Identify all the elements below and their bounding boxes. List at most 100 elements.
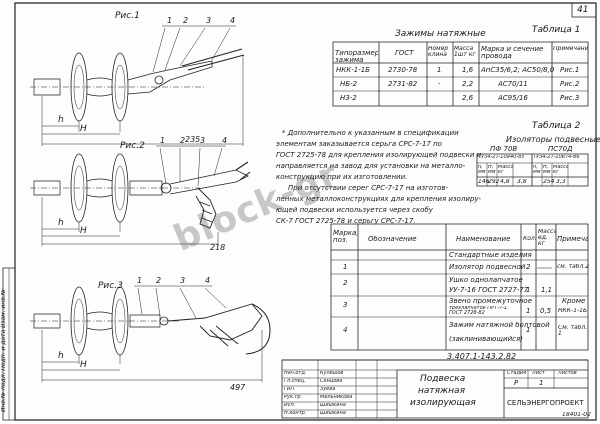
title-block-grid: [282, 360, 588, 418]
dim-h-fig2: h: [58, 218, 64, 228]
stage-value: 1: [539, 380, 544, 387]
document-code: 3.407.1-143.2.82: [447, 352, 517, 361]
table-2-header: Масса, кг: [498, 165, 513, 175]
table-1-cell: 2731-82: [388, 81, 418, 88]
spec-row-name: трехлапчатое ПРТ-7-1 ГОСТ 2728-82: [449, 306, 508, 316]
table-1-grid: [333, 42, 588, 106]
title-line: изолирующая: [410, 398, 476, 408]
dim-H-fig1: H: [80, 124, 87, 134]
signer-role: Исп.: [284, 403, 296, 408]
figure-1-assembly: [30, 26, 244, 146]
spec-row-mark: 4: [343, 327, 348, 334]
callout-3-fig1: 3: [206, 16, 212, 25]
figure-3-assembly: [30, 286, 270, 382]
table-2-value: 3,3: [556, 179, 566, 185]
table-1-cell: 2,2: [462, 81, 474, 88]
signer-name: Зуева: [320, 387, 336, 392]
table-1-cell: 2730-78: [388, 67, 418, 74]
stage-header: Листов: [558, 371, 577, 376]
dim-H-fig2: H: [80, 226, 87, 236]
spec-header-remark: Примечание: [557, 236, 588, 243]
sheet-number-box: [572, 3, 596, 17]
table-2-group-doc: ТУ34-27-10874-86: [533, 155, 580, 160]
spec-row-qty: 2: [526, 264, 531, 271]
stage-header: Лист: [532, 371, 545, 376]
callout-4-fig1: 4: [230, 16, 236, 25]
dim-H-fig3: H: [80, 360, 87, 370]
spec-row-name: Зажим натяжной болтовой: [449, 322, 550, 329]
table-2-header: Масса, кг: [553, 165, 568, 175]
signer-name: Шишкина: [320, 411, 346, 416]
table-1-header-gost: ГОСТ: [395, 50, 414, 57]
table-1-cell: Рис.2: [560, 81, 580, 88]
stage-header: Стадия: [507, 371, 527, 376]
spec-row-mass: 1,1: [541, 287, 553, 294]
table-2-group-name: ПС70Д: [548, 146, 573, 153]
spec-row-name: Ушко однолапчатое: [449, 277, 523, 284]
callout-4-fig2: 4: [222, 136, 228, 145]
table-1-header-wedge: Номер клина: [428, 46, 449, 58]
spec-row-name: (заклинивающийся): [449, 336, 523, 343]
figure-label-1: Рис.1: [115, 11, 140, 21]
spec-header-mark: Марка, поз.: [333, 230, 357, 244]
table-2-value: 254: [543, 179, 555, 185]
table-1-header-type: Типоразмер зажима: [335, 50, 378, 64]
note-line: * Дополнительно к указанным в спецификац…: [282, 129, 459, 137]
spec-row-remark: Кроме: [562, 298, 586, 305]
table-2-label: Таблица 2: [532, 121, 581, 131]
spec-header-designation: Обозначение: [368, 236, 417, 243]
table-1-header-mass: Масса 1шт кг: [454, 46, 476, 58]
table-1-cell: НБ-2: [340, 81, 358, 88]
note-line: ленных металлоконструкциях для крепления…: [276, 195, 482, 203]
callout-1-fig1: 1: [167, 16, 173, 25]
dim-h-fig1: h: [58, 115, 64, 125]
table-1-cell: НЗ-2: [340, 95, 357, 102]
table-1-cell: АС70/11: [498, 81, 528, 88]
table-2-title: Изоляторы подвесные: [506, 135, 600, 144]
table-1-cell: АС95/16: [498, 95, 528, 102]
callout-2-fig1: 2: [183, 16, 189, 25]
signer-role: Н.контр.: [284, 411, 307, 416]
table-2-value: 146: [478, 179, 490, 185]
spec-header-mass: Масса ед. кг: [538, 229, 556, 247]
figure-2-assembly: [30, 146, 250, 246]
table-2-group-doc: ТУ34-27-10940-85: [478, 155, 525, 160]
table-2-value: 4,8: [500, 179, 510, 185]
spec-table-grid: [331, 224, 588, 350]
title-line: Подвеска: [420, 374, 466, 384]
table-1-header-wire: Марка и сечение провода: [481, 46, 544, 60]
spec-row-remark: См. табл. 1: [558, 325, 588, 337]
signer-role: Гл.спец.: [284, 379, 306, 384]
table-1-cell: НКК-1-1Б: [336, 67, 370, 74]
sheet-frame: [15, 3, 596, 420]
note-line: При отсутствии серег СРС-7-17 на изготов…: [288, 184, 449, 192]
dim-235: 235: [185, 135, 201, 144]
table-1-title: Зажимы натяжные: [395, 29, 486, 39]
table-2-header: H, мм: [488, 165, 496, 175]
table-2-header: h, мм: [478, 165, 486, 175]
note-line: ющей подвески используется через скобу: [276, 206, 433, 214]
table-1-cell: Рис.1: [560, 67, 580, 74]
note-line: СК-7 ГОСТ 2725-78 и серьгу СРС-7-17.: [276, 217, 416, 225]
callout-1-fig2: 1: [160, 136, 166, 145]
spec-row-name: Стандартные изделия: [449, 252, 532, 259]
side-stamp: Инв.№ подл. Подп. и дата Взам. инв.№: [1, 288, 7, 412]
spec-row-mark: 1: [343, 264, 348, 271]
signer-name: Мельникова: [320, 395, 353, 400]
sheet-number: 41: [577, 5, 589, 15]
callout-3-fig2: 3: [200, 136, 206, 145]
table-2-header: h, мм: [533, 165, 541, 175]
callout-3-fig3: 3: [180, 276, 186, 285]
spec-header-name: Наименование: [456, 236, 511, 243]
table-2-value: 292: [488, 179, 500, 185]
table-1-cell: 2,6: [462, 95, 474, 102]
table-2-grid: [477, 154, 588, 186]
table-1-cell: Рис.3: [560, 95, 580, 102]
spec-row-qty: 1: [526, 327, 531, 334]
table-1-header-note: Примечание: [553, 46, 588, 52]
spec-row-name: Изолятор подвесной: [449, 264, 526, 271]
dim-218: 218: [210, 243, 226, 252]
note-line: направляется на завод для установки на м…: [276, 162, 466, 170]
